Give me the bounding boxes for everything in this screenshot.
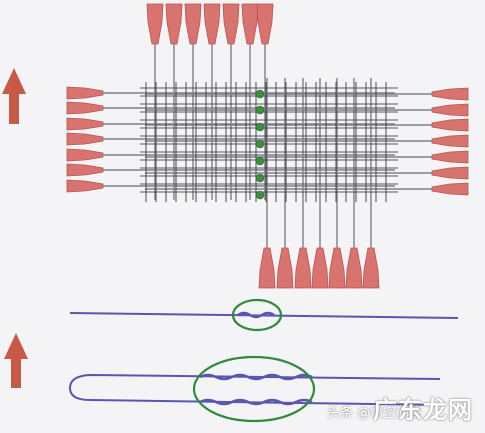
knot-1 <box>255 89 265 99</box>
right-needle-7 <box>145 182 469 196</box>
bottom-needle-6 <box>345 78 363 289</box>
top-needle-1 <box>146 3 164 200</box>
right-needle-3 <box>145 118 469 132</box>
right-needle-4 <box>145 134 469 148</box>
bottom-needle-2 <box>276 78 294 289</box>
blue-thread-loop <box>68 373 441 406</box>
top-needle-5 <box>222 3 240 200</box>
bottom-up-arrow-icon <box>4 333 28 388</box>
highlight-circle-upper <box>231 298 283 332</box>
bottom-needle-4 <box>311 78 329 289</box>
bottom-needle-3 <box>294 78 312 289</box>
right-needle-group <box>145 87 469 196</box>
knot-5 <box>255 156 265 166</box>
bottom-needle-group <box>258 78 380 289</box>
top-up-arrow-icon <box>2 68 26 124</box>
blue-thread-group <box>68 298 459 423</box>
top-needle-3 <box>184 3 202 200</box>
top-needle-2 <box>165 3 183 200</box>
thread-grid <box>140 82 398 202</box>
knot-column <box>255 89 265 200</box>
watermark: 头条 @悟空问答 广东龙网 <box>327 396 477 427</box>
right-needle-6 <box>145 166 469 180</box>
arrow-group <box>2 68 28 388</box>
bottom-needle-7 <box>362 78 380 289</box>
top-needle-4 <box>203 3 221 200</box>
right-needle-5 <box>145 150 469 164</box>
watermark-sub-text: 头条 @悟空问答 <box>327 406 423 421</box>
top-needle-7 <box>256 3 274 200</box>
left-needle-group <box>66 86 395 193</box>
bottom-needle-1 <box>258 78 276 289</box>
thread-twist-loop-bottom <box>199 398 313 406</box>
knot-3 <box>255 122 265 132</box>
knot-7 <box>255 190 265 200</box>
blue-thread-upper <box>69 312 459 319</box>
top-needle-group <box>146 3 274 200</box>
knot-6 <box>255 173 265 183</box>
right-needle-2 <box>145 103 469 117</box>
thread-twist-loop-top <box>199 373 313 381</box>
bottom-needle-5 <box>328 78 346 289</box>
knot-2 <box>255 105 265 115</box>
watermark-text: 广东龙网 <box>373 396 473 424</box>
highlight-circle-lower <box>192 355 316 423</box>
knot-4 <box>255 139 265 149</box>
right-needle-1 <box>145 87 469 101</box>
thread-twist-upper <box>237 311 275 319</box>
